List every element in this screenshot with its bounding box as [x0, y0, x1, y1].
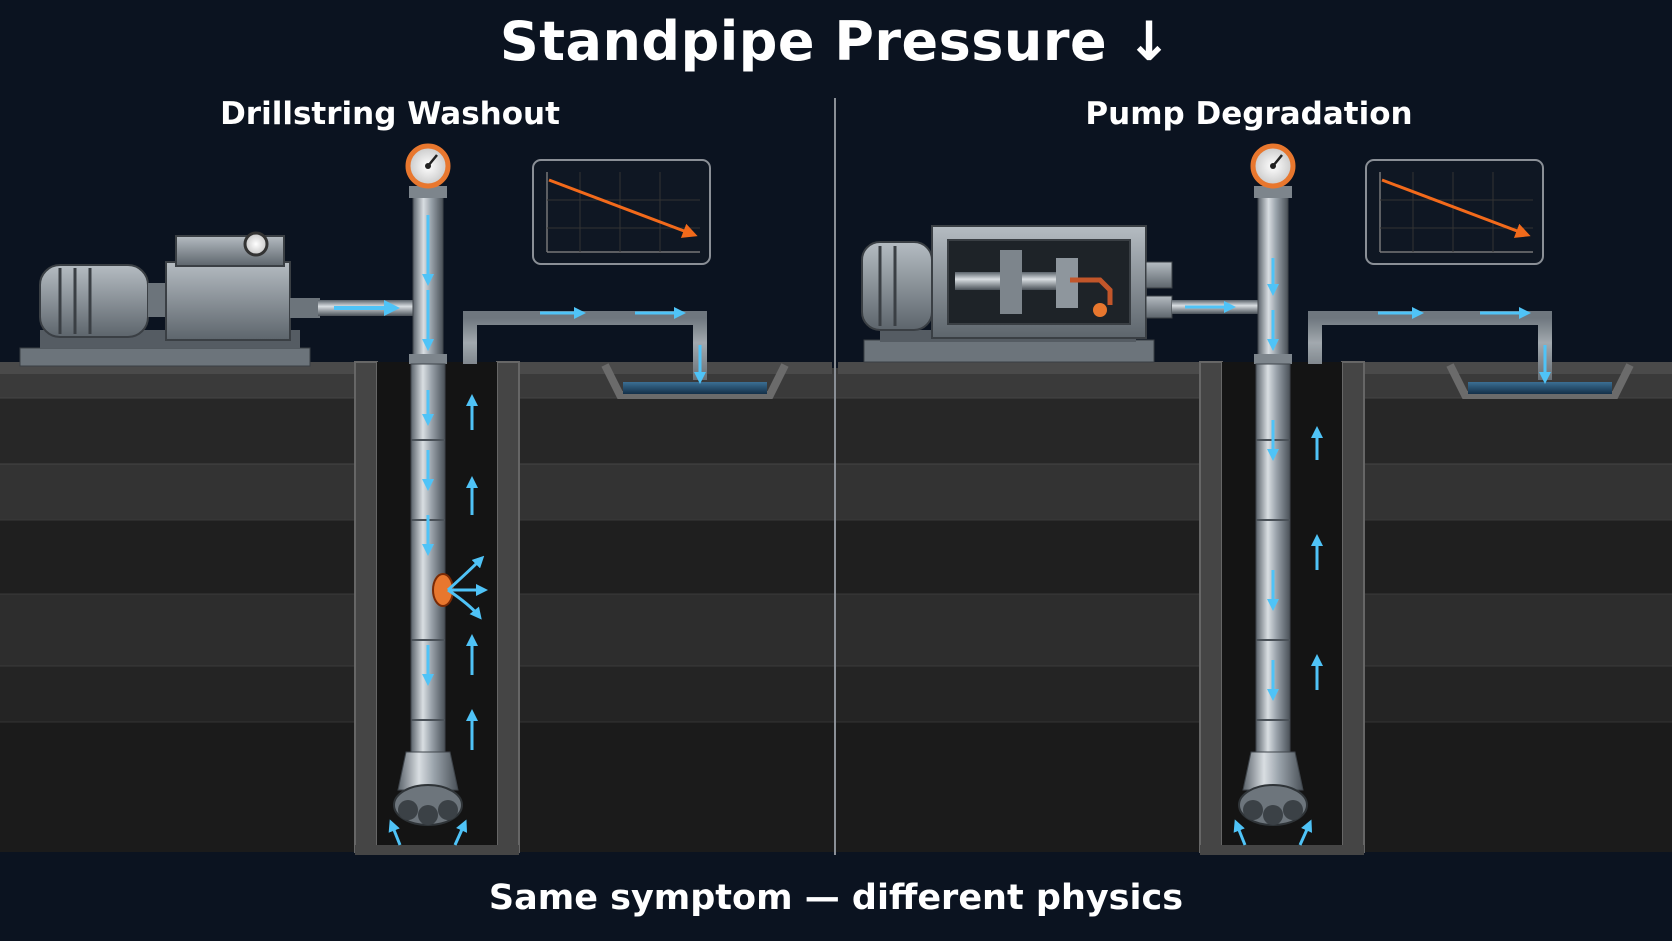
drill-bit-icon: [1238, 751, 1308, 826]
page-title: Standpipe Pressure ↓: [499, 10, 1173, 73]
standpipe-pressure-gauge-icon: [1250, 143, 1296, 190]
panel-right: [838, 143, 1672, 855]
panel-left: [0, 143, 832, 855]
pressure-trend-down-icon: [532, 159, 711, 265]
degraded-mud-pump-unit: [861, 225, 1173, 363]
mud-pit: [1446, 363, 1634, 399]
standpipe-pressure-gauge-icon: [405, 143, 451, 190]
panel-left-heading: Drillstring Washout: [220, 96, 560, 132]
drill-bit-icon: [393, 751, 463, 826]
mud-pump-unit: [19, 231, 320, 367]
pressure-trend-down-icon: [1365, 159, 1544, 265]
panel-right-heading: Pump Degradation: [1085, 96, 1413, 132]
mud-pit: [601, 363, 789, 399]
washout-leak: [432, 555, 488, 620]
footer-caption: Same symptom — different physics: [488, 878, 1184, 918]
